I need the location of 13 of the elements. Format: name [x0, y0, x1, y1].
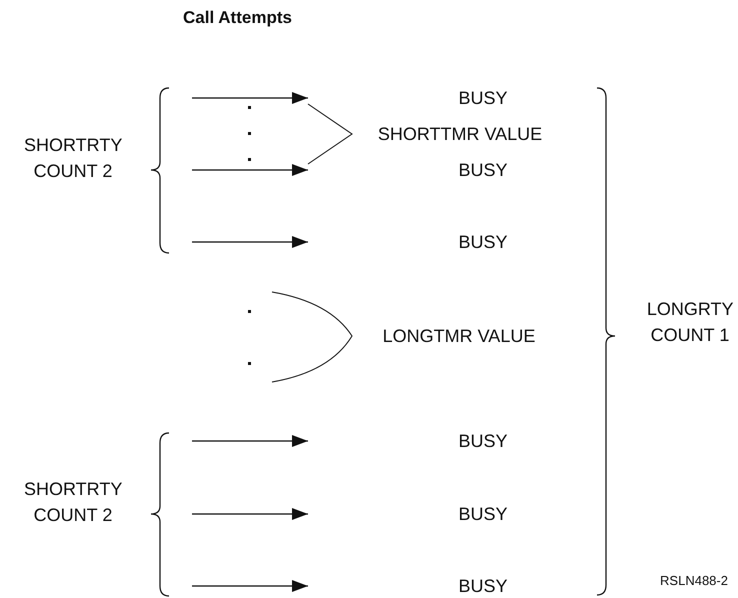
- status-label: BUSY: [458, 505, 508, 523]
- status-label: BUSY: [458, 233, 508, 251]
- diagram-title: Call Attempts: [183, 8, 292, 28]
- status-label: BUSY: [458, 89, 508, 107]
- timer-label: LONGTMR VALUE: [382, 325, 536, 348]
- status-label: BUSY: [458, 161, 508, 179]
- figure-id: RSLN488-2: [659, 573, 729, 589]
- timer-label: SHORTTMR VALUE: [376, 123, 544, 146]
- status-label: BUSY: [458, 577, 508, 595]
- retry-count-label: LONGRTY COUNT 1: [646, 298, 734, 347]
- status-label: BUSY: [458, 432, 508, 450]
- retry-count-label: SHORTRTY COUNT 2: [24, 478, 122, 527]
- retry-count-label: SHORTRTY COUNT 2: [24, 134, 122, 183]
